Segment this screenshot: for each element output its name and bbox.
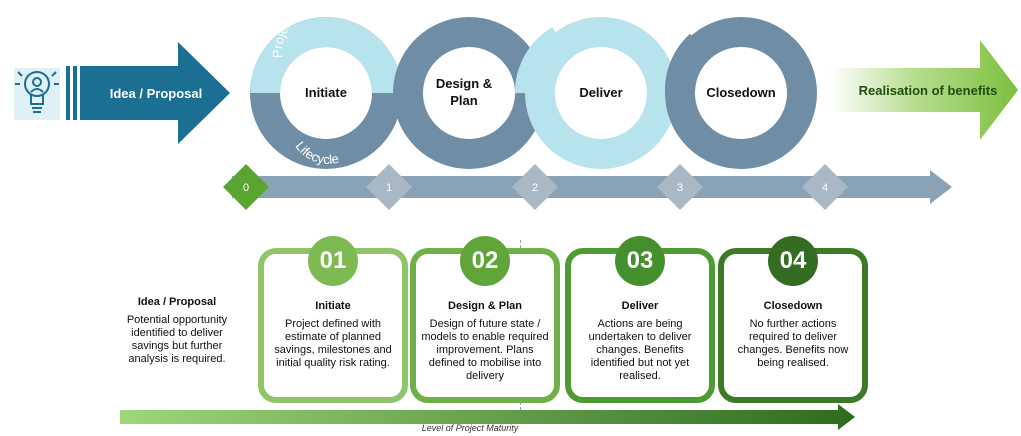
svg-text:2: 2 (532, 182, 538, 194)
ring-overlap-light (514, 27, 569, 94)
timeline-marker-0: 0 (223, 164, 269, 210)
stage-title: Design & Plan (448, 300, 522, 312)
stage-title: Deliver (621, 300, 659, 312)
stage-number-03: 03 (615, 236, 665, 286)
realisation-arrow (830, 40, 1018, 140)
idea-proposal-arrow (66, 42, 230, 144)
timeline-marker-4: 4 (802, 164, 848, 210)
phase-deliver: Deliver (579, 85, 622, 100)
stage-description: Design of future state / models to enabl… (421, 318, 549, 382)
ring-overlap-dark (664, 33, 711, 94)
timeline-marker-1: 1 (366, 164, 412, 210)
svg-text:0: 0 (243, 182, 249, 194)
phase-closedown: Closedown (706, 85, 775, 100)
stage-description: Actions are being undertaken to deliver … (588, 318, 692, 382)
idea-description: Potential opportunity identified to deli… (126, 314, 228, 365)
stage-number-01: 01 (308, 236, 358, 286)
ring-deliver (525, 17, 677, 169)
stage-title: Closedown (763, 300, 823, 312)
phase-plan: Plan (450, 93, 478, 108)
stage-description: Project defined with estimate of planned… (274, 318, 392, 369)
maturity-label: Level of Project Maturity (421, 423, 519, 433)
idea-arrow-label: Idea / Proposal (110, 86, 202, 101)
svg-text:1: 1 (386, 182, 392, 194)
timeline-marker-3: 3 (657, 164, 703, 210)
lightbulb-icon (14, 68, 60, 120)
ring-initiate-top (250, 17, 402, 94)
timeline-arrow (232, 170, 952, 204)
phase-design: Design & (436, 76, 492, 91)
stage-description: No further actions required to deliver c… (737, 318, 849, 369)
realisation-label: Realisation of benefits (859, 83, 998, 98)
timeline-marker-2: 2 (512, 164, 558, 210)
stage-title: Initiate (315, 300, 351, 312)
stage-card-design-plan: Design & Plan Design of future state / m… (410, 248, 560, 403)
maturity-arrow (120, 404, 855, 430)
stage-number-02: 02 (460, 236, 510, 286)
svg-text:3: 3 (677, 182, 683, 194)
stage-number-04: 04 (768, 236, 818, 286)
svg-text:4: 4 (822, 182, 828, 194)
idea-title: Idea / Proposal (137, 296, 217, 308)
phase-initiate: Initiate (305, 85, 347, 100)
